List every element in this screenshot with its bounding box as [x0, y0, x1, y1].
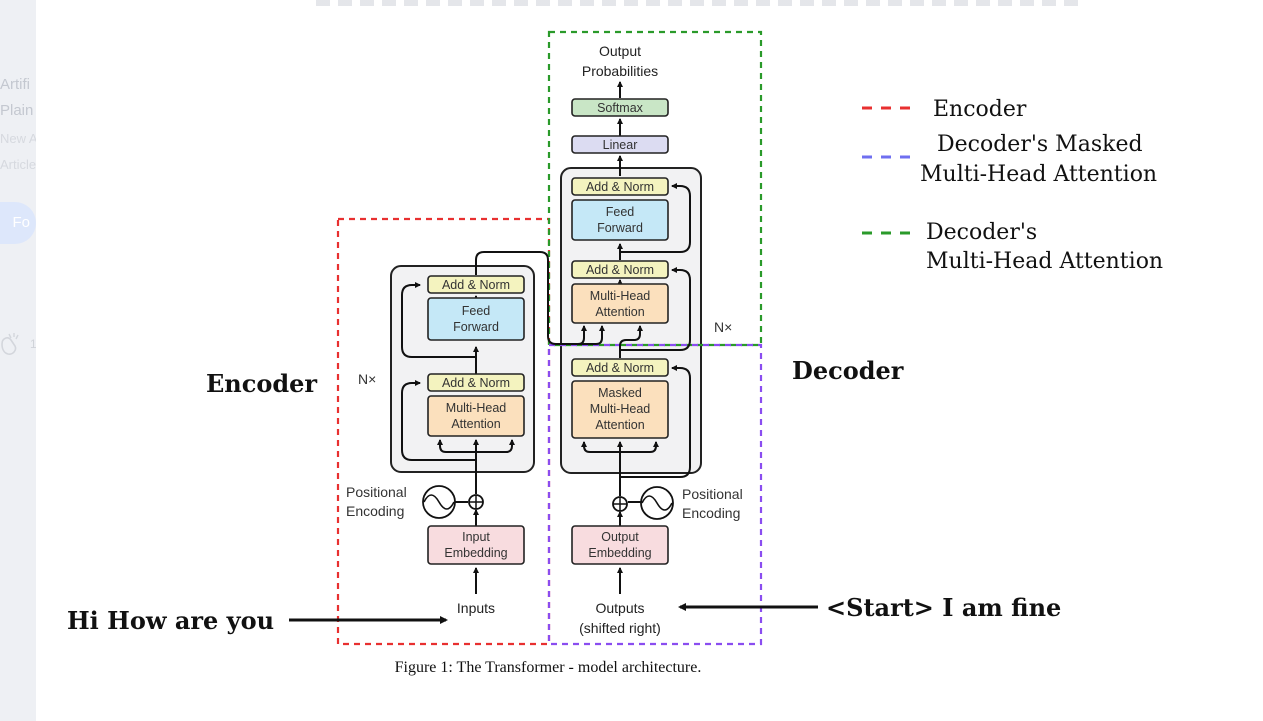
- blurred-top-text: [316, 0, 1086, 6]
- svg-text:Multi-Head: Multi-Head: [446, 401, 506, 415]
- svg-text:Attention: Attention: [451, 417, 500, 431]
- clap-icon[interactable]: [0, 330, 22, 356]
- svg-text:Add & Norm: Add & Norm: [586, 361, 654, 375]
- legend-label-encoder: Encoder: [933, 97, 1027, 122]
- svg-text:Feed: Feed: [606, 205, 635, 219]
- svg-text:Attention: Attention: [595, 418, 644, 432]
- decoder-positional-encoding-line-1: Positional: [682, 486, 743, 502]
- svg-text:Attention: Attention: [595, 305, 644, 319]
- input-embedding-box: Input Embedding: [427, 525, 525, 565]
- svg-text:Forward: Forward: [453, 320, 499, 334]
- svg-text:Input: Input: [462, 530, 490, 544]
- svg-text:Add & Norm: Add & Norm: [586, 263, 654, 277]
- svg-text:Forward: Forward: [597, 221, 643, 235]
- encoder-positional-wave-icon: [422, 485, 456, 519]
- decoder-add-norm-top: Add & Norm: [571, 177, 669, 196]
- output-probabilities-line-1: Output: [599, 43, 641, 59]
- legend: Encoder Decoder's Masked Multi-Head Atte…: [862, 97, 1163, 274]
- output-sentence: <Start> I am fine: [826, 593, 1061, 622]
- svg-text:Multi-Head: Multi-Head: [590, 289, 650, 303]
- decoder-positional-wave-icon: [640, 486, 674, 520]
- encoder-add-norm-bottom: Add & Norm: [427, 373, 525, 392]
- encoder-add-icon: [468, 494, 484, 510]
- decoder-annotation: Decoder: [792, 356, 904, 385]
- outputs-label-line-1: Outputs: [595, 600, 644, 616]
- output-probabilities-line-2: Probabilities: [582, 63, 658, 79]
- outputs-label-line-2: (shifted right): [579, 620, 661, 636]
- sidebar-title-line-2: Plain: [0, 102, 34, 119]
- svg-text:Embedding: Embedding: [444, 546, 507, 560]
- svg-text:Embedding: Embedding: [588, 546, 651, 560]
- decoder-multi-head-attention: Multi-Head Attention: [571, 283, 669, 324]
- decoder-add-norm-middle: Add & Norm: [571, 260, 669, 279]
- decoder-positional-encoding-line-2: Encoding: [682, 505, 740, 521]
- decoder-add-norm-bottom: Add & Norm: [571, 358, 669, 377]
- legend-label-decoder-attention-line-2: Multi-Head Attention: [926, 249, 1163, 274]
- article-sidebar: Artifi Plain New A Article Fo 1: [0, 0, 36, 721]
- svg-text:Feed: Feed: [462, 304, 491, 318]
- legend-label-decoder-masked-line-1: Decoder's Masked: [937, 132, 1143, 157]
- svg-text:Add & Norm: Add & Norm: [442, 278, 510, 292]
- follow-button[interactable]: Fo: [0, 202, 36, 244]
- svg-text:Multi-Head: Multi-Head: [590, 402, 650, 416]
- svg-text:Output: Output: [601, 530, 639, 544]
- decoder-masked-multi-head-attention: Masked Multi-Head Attention: [571, 380, 669, 439]
- encoder-nx-label: N×: [358, 371, 376, 387]
- softmax-box: Softmax: [571, 98, 669, 117]
- decoder-feed-forward: Feed Forward: [571, 199, 669, 241]
- encoder-feed-forward: Feed Forward: [427, 297, 525, 341]
- svg-text:Softmax: Softmax: [597, 101, 644, 115]
- decoder-attention-region: [547, 30, 763, 347]
- decoder-nx-label: N×: [714, 319, 732, 335]
- svg-text:Linear: Linear: [603, 138, 638, 152]
- sidebar-title-line-1: Artifi: [0, 76, 30, 93]
- output-embedding-box: Output Embedding: [571, 525, 669, 565]
- sidebar-meta-line-1: New A: [0, 131, 36, 146]
- svg-text:Add & Norm: Add & Norm: [586, 180, 654, 194]
- encoder-positional-encoding-line-1: Positional: [346, 484, 407, 500]
- input-sentence: Hi How are you: [67, 606, 274, 635]
- linear-box: Linear: [571, 135, 669, 154]
- svg-text:Masked: Masked: [598, 386, 642, 400]
- decoder-add-icon: [612, 496, 628, 512]
- figure-caption: Figure 1: The Transformer - model archit…: [395, 659, 702, 676]
- legend-label-decoder-attention-line-1: Decoder's: [926, 220, 1037, 245]
- inputs-label: Inputs: [457, 600, 495, 616]
- legend-label-decoder-masked-line-2: Multi-Head Attention: [920, 162, 1157, 187]
- decoder-masked-region: [547, 343, 763, 646]
- encoder-positional-encoding-line-2: Encoding: [346, 503, 404, 519]
- sidebar-meta-line-2: Article: [0, 157, 36, 172]
- clap-count: 1: [30, 337, 36, 351]
- svg-text:Add & Norm: Add & Norm: [442, 376, 510, 390]
- encoder-annotation: Encoder: [206, 369, 317, 398]
- encoder-multi-head-attention: Multi-Head Attention: [427, 395, 525, 437]
- encoder-add-norm-top: Add & Norm: [427, 275, 525, 294]
